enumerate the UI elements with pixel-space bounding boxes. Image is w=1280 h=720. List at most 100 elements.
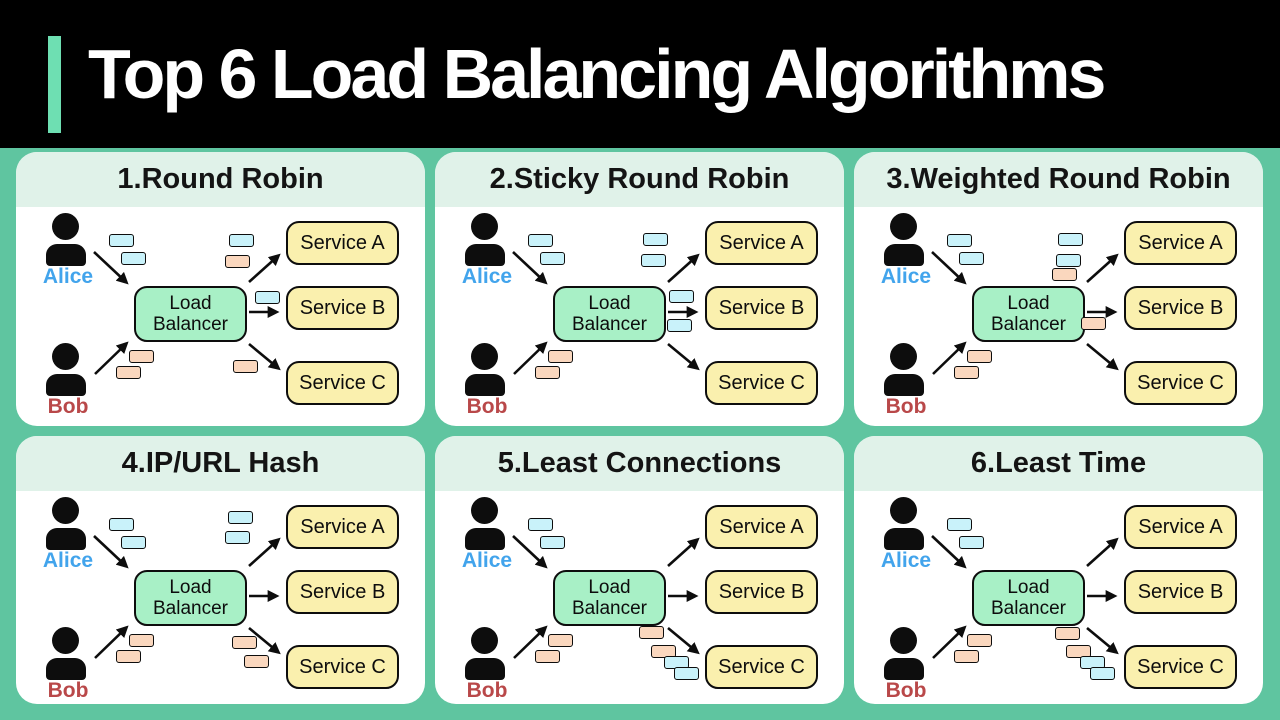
arrow-alice-to-lb [512, 535, 548, 569]
load-balancer-line1: Load [588, 577, 631, 598]
bob-request-packet [1055, 627, 1080, 640]
service-c-box: Service C [1124, 361, 1237, 405]
alice-request-packet [947, 234, 972, 247]
bob-request-packet [225, 255, 250, 268]
alice-request-packet [528, 518, 553, 531]
load-balancer-line2: Balancer [991, 314, 1066, 335]
bob-request-packet [233, 360, 258, 373]
service-c-box: Service C [705, 645, 818, 689]
alice-request-packet [225, 531, 250, 544]
service-a-box: Service A [1124, 221, 1237, 265]
panel-title: 1.Round Robin [16, 152, 425, 207]
bob-request-packet [244, 655, 269, 668]
service-b-box: Service B [286, 286, 399, 330]
alice-request-packet [540, 536, 565, 549]
service-b-box: Service B [1124, 570, 1237, 614]
bob-request-packet [1081, 317, 1106, 330]
alice-request-packet [643, 233, 668, 246]
alice-request-packet [669, 290, 694, 303]
arrow-lb-to-service-c [667, 626, 700, 655]
service-a-box: Service A [1124, 505, 1237, 549]
alice-request-packet [121, 252, 146, 265]
arrow-bob-to-lb [932, 625, 967, 659]
diagram-arrows [512, 535, 700, 659]
alice-label: Alice [880, 549, 932, 572]
service-b-box: Service B [705, 286, 818, 330]
load-balancer-line2: Balancer [153, 598, 228, 619]
bob-request-packet [651, 645, 676, 658]
bob-label: Bob [47, 679, 89, 702]
alice-request-packet [109, 234, 134, 247]
service-a-box: Service A [286, 505, 399, 549]
arrow-lb-to-service-a [667, 253, 700, 283]
arrow-lb-to-service-a [248, 253, 281, 283]
alice-request-packet [1056, 254, 1081, 267]
load-balancer-line2: Balancer [572, 314, 647, 335]
load-balancer-line1: Load [169, 293, 212, 314]
arrow-lb-to-service-a [1086, 253, 1119, 283]
service-b-box: Service B [705, 570, 818, 614]
alice-label: Alice [42, 549, 94, 572]
alice-user-icon [464, 497, 508, 551]
alice-request-packet [947, 518, 972, 531]
load-balancer-box: Load Balancer [972, 570, 1085, 626]
arrow-lb-to-service-a [1086, 537, 1119, 567]
alice-request-packet [1058, 233, 1083, 246]
arrow-lb-to-service-c [248, 342, 281, 371]
arrow-lb-to-service-a [667, 537, 700, 567]
alice-user-icon [45, 497, 89, 551]
alice-request-packet [229, 234, 254, 247]
alice-user-icon [883, 497, 927, 551]
panel-sticky-round-robin: 2.Sticky Round Robin Alice Bob Load Bala… [435, 152, 844, 426]
arrow-bob-to-lb [932, 341, 967, 375]
diagram-arrows [931, 535, 1119, 659]
arrow-alice-to-lb [93, 251, 129, 285]
diagram-arrows [931, 251, 1119, 375]
load-balancer-box: Load Balancer [972, 286, 1085, 342]
diagram-arrows [93, 251, 281, 375]
load-balancer-line2: Balancer [572, 598, 647, 619]
alice-request-packet [121, 536, 146, 549]
panel-weighted-round-robin: 3.Weighted Round Robin Alice Bob Load Ba… [854, 152, 1263, 426]
service-c-box: Service C [705, 361, 818, 405]
alice-label: Alice [880, 265, 932, 288]
alice-request-packet [959, 252, 984, 265]
bob-request-packet [129, 634, 154, 647]
bob-user-icon [883, 627, 927, 681]
panel-title: 6.Least Time [854, 436, 1263, 491]
panel-title: 4.IP/URL Hash [16, 436, 425, 491]
page-title: Top 6 Load Balancing Algorithms [88, 35, 1106, 113]
arrow-alice-to-lb [512, 251, 548, 285]
bob-user-icon [45, 627, 89, 681]
bob-request-packet [967, 634, 992, 647]
panel-least-time: 6.Least Time Alice Bob Load Balancer Ser… [854, 436, 1263, 704]
service-c-box: Service C [286, 645, 399, 689]
arrow-lb-to-service-a [248, 537, 281, 567]
alice-request-packet [1090, 667, 1115, 680]
bob-request-packet [1066, 645, 1091, 658]
panel-least-connections: 5.Least Connections Alice Bob Load Balan… [435, 436, 844, 704]
load-balancer-box: Load Balancer [553, 286, 666, 342]
alice-request-packet [641, 254, 666, 267]
load-balancer-line1: Load [1007, 577, 1050, 598]
panel-title: 2.Sticky Round Robin [435, 152, 844, 207]
bob-label: Bob [466, 395, 508, 418]
arrow-lb-to-service-c [248, 626, 281, 655]
arrow-alice-to-lb [931, 535, 967, 569]
arrow-alice-to-lb [93, 535, 129, 569]
bob-label: Bob [885, 679, 927, 702]
bob-label: Bob [466, 679, 508, 702]
bob-label: Bob [47, 395, 89, 418]
alice-user-icon [464, 213, 508, 267]
bob-request-packet [954, 650, 979, 663]
alice-request-packet [528, 234, 553, 247]
diagram-arrows [512, 251, 700, 375]
alice-label: Alice [461, 265, 513, 288]
load-balancer-box: Load Balancer [553, 570, 666, 626]
alice-request-packet [674, 667, 699, 680]
load-balancer-line2: Balancer [991, 598, 1066, 619]
service-b-box: Service B [1124, 286, 1237, 330]
title-bar: Top 6 Load Balancing Algorithms [0, 0, 1280, 148]
bob-request-packet [548, 350, 573, 363]
bob-user-icon [464, 343, 508, 397]
